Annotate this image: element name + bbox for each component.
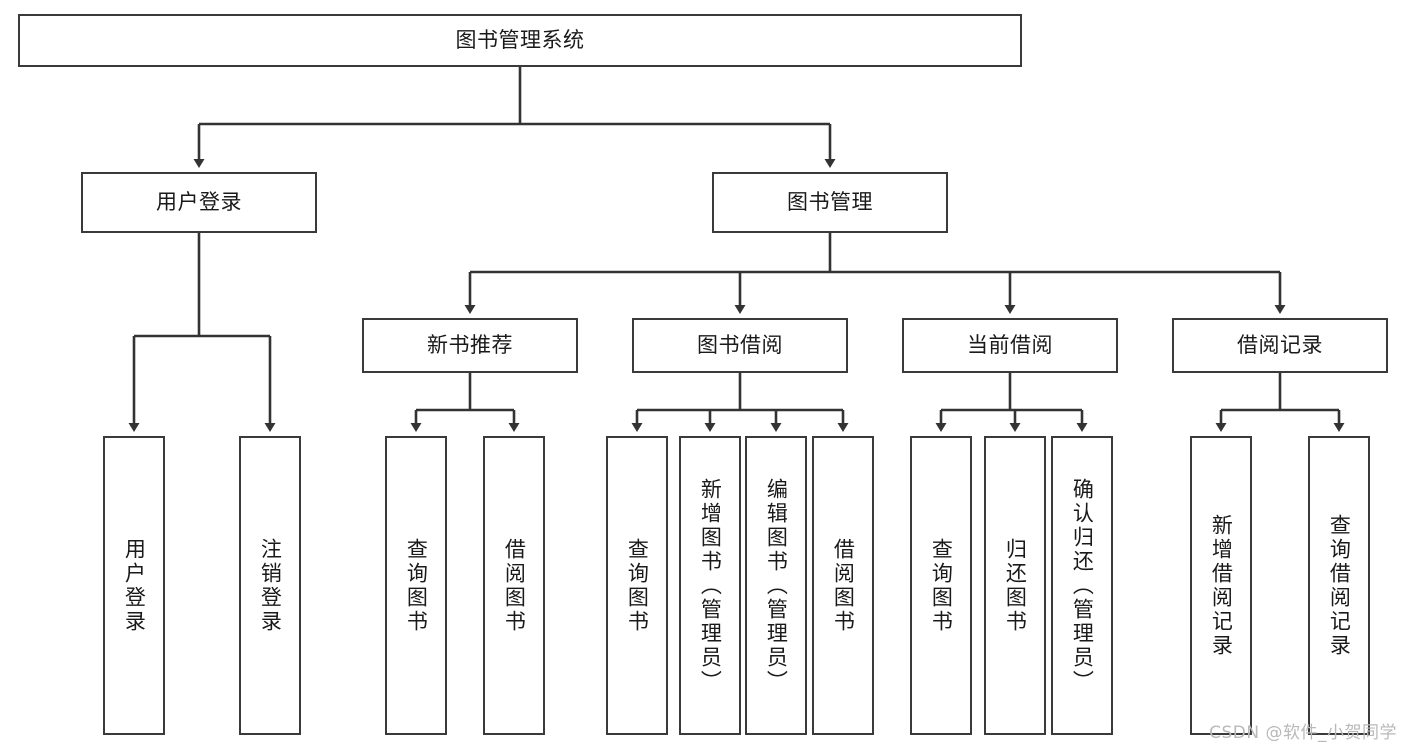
node-leaf-add-record-label: 新增借阅记录 — [1209, 513, 1234, 658]
node-borrow-record[interactable]: 借阅记录 — [1172, 318, 1388, 373]
node-leaf-logout-label: 注销登录 — [258, 537, 283, 634]
node-leaf-query-record[interactable]: 查询借阅记录 — [1308, 436, 1370, 735]
node-book-borrow[interactable]: 图书借阅 — [632, 318, 848, 373]
watermark-label: CSDN @软件_小贺同学 — [1209, 723, 1397, 743]
node-leaf-add-book-label: 新增图书（管理员） — [698, 477, 723, 694]
node-leaf-borrow-book-rec-label: 借阅图书 — [502, 537, 527, 634]
node-new-book-recommend-label: 新书推荐 — [427, 333, 513, 358]
node-book-manage-label: 图书管理 — [787, 190, 873, 215]
node-leaf-return-book[interactable]: 归还图书 — [984, 436, 1046, 735]
node-leaf-confirm-return-label: 确认归还（管理员） — [1070, 477, 1095, 694]
node-leaf-user-login-label: 用户登录 — [122, 537, 147, 634]
node-leaf-borrow-book-rec[interactable]: 借阅图书 — [483, 436, 545, 735]
node-new-book-recommend[interactable]: 新书推荐 — [362, 318, 578, 373]
node-leaf-borrow-book-label: 借阅图书 — [831, 537, 856, 634]
node-leaf-query-book-cur[interactable]: 查询图书 — [910, 436, 972, 735]
node-root[interactable]: 图书管理系统 — [18, 14, 1022, 67]
node-book-borrow-label: 图书借阅 — [697, 333, 783, 358]
node-leaf-borrow-book[interactable]: 借阅图书 — [812, 436, 874, 735]
node-book-manage[interactable]: 图书管理 — [712, 172, 948, 233]
node-current-borrow[interactable]: 当前借阅 — [902, 318, 1118, 373]
node-root-label: 图书管理系统 — [455, 28, 585, 53]
node-leaf-logout[interactable]: 注销登录 — [239, 436, 301, 735]
node-leaf-query-book-rec-label: 查询图书 — [404, 537, 429, 634]
node-leaf-add-record[interactable]: 新增借阅记录 — [1190, 436, 1252, 735]
node-leaf-query-book-borrow-label: 查询图书 — [625, 537, 650, 634]
node-leaf-confirm-return[interactable]: 确认归还（管理员） — [1051, 436, 1113, 735]
node-leaf-query-book-borrow[interactable]: 查询图书 — [606, 436, 668, 735]
node-leaf-query-book-rec[interactable]: 查询图书 — [385, 436, 447, 735]
node-borrow-record-label: 借阅记录 — [1237, 333, 1323, 358]
node-user-login[interactable]: 用户登录 — [81, 172, 317, 233]
node-current-borrow-label: 当前借阅 — [967, 333, 1053, 358]
node-leaf-return-book-label: 归还图书 — [1003, 537, 1028, 634]
node-leaf-edit-book[interactable]: 编辑图书（管理员） — [745, 436, 807, 735]
node-leaf-query-book-cur-label: 查询图书 — [929, 537, 954, 634]
node-leaf-user-login[interactable]: 用户登录 — [103, 436, 165, 735]
node-leaf-add-book[interactable]: 新增图书（管理员） — [679, 436, 741, 735]
node-leaf-edit-book-label: 编辑图书（管理员） — [764, 477, 789, 694]
node-leaf-query-record-label: 查询借阅记录 — [1327, 513, 1352, 658]
node-user-login-label: 用户登录 — [156, 190, 242, 215]
